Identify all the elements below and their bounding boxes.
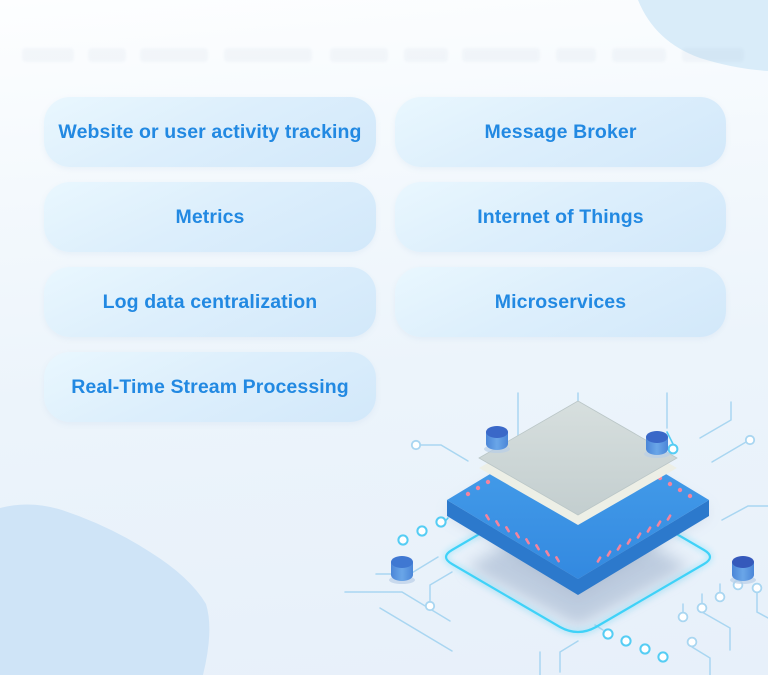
- usecase-label: Microservices: [494, 290, 627, 313]
- trace-node-rings: [410, 434, 763, 648]
- usecase-card-log-centralization: Log data centralization: [44, 267, 376, 337]
- usecase-card-website-tracking: Website or user activity tracking: [44, 97, 376, 167]
- trace-node-rings-bright: [397, 442, 679, 663]
- usecase-card-microservices: Microservices: [395, 267, 726, 337]
- cpu-illustration: [344, 392, 768, 675]
- stud-cylinder: [389, 556, 415, 584]
- stud-cylinders: [389, 426, 756, 584]
- circuit-traces: [344, 392, 768, 675]
- usecase-label: Website or user activity tracking: [58, 120, 362, 143]
- usecase-label: Log data centralization: [102, 290, 318, 313]
- usecase-card-metrics: Metrics: [44, 182, 376, 252]
- usecase-label: Internet of Things: [477, 205, 644, 228]
- usecase-label: Message Broker: [484, 120, 637, 143]
- usecase-label: Metrics: [175, 205, 245, 228]
- spreader-plate: [478, 400, 678, 516]
- stud-cylinder: [730, 556, 756, 584]
- stud-cylinder: [484, 426, 510, 453]
- heat-spreader: [478, 400, 678, 525]
- usecase-card-message-broker: Message Broker: [395, 97, 726, 167]
- usecase-label: Real-Time Stream Processing: [71, 375, 349, 398]
- usecase-card-internet-of-things: Internet of Things: [395, 182, 726, 252]
- corner-blob-bottom-left: [0, 504, 210, 675]
- board-side: [447, 500, 709, 595]
- usecase-card-stream-processing: Real-Time Stream Processing: [44, 352, 376, 422]
- ghost-text-band: [22, 48, 744, 62]
- stud-cylinder: [644, 431, 670, 458]
